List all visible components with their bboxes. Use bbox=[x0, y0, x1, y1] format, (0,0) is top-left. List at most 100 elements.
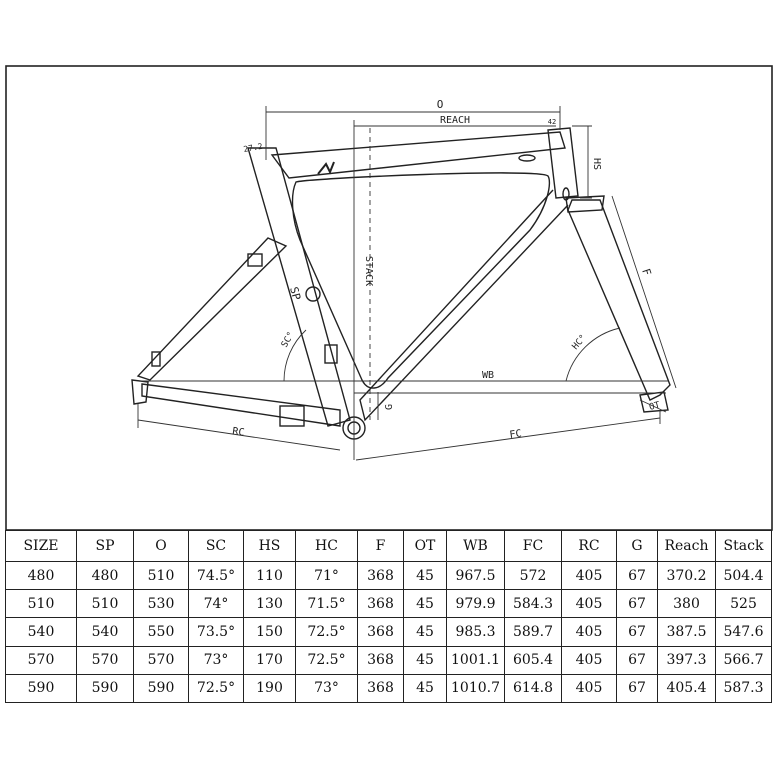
stack-label: STACK bbox=[363, 256, 374, 286]
table-cell: 73° bbox=[188, 645, 244, 675]
table-cell: 590 bbox=[5, 673, 77, 703]
table-cell: 614.8 bbox=[504, 673, 562, 703]
table-cell: 979.9 bbox=[446, 589, 505, 619]
table-header-cell: O bbox=[133, 530, 189, 562]
table-cell: 587.3 bbox=[715, 673, 772, 703]
table-header-cell: WB bbox=[446, 530, 505, 562]
table-cell: 73° bbox=[295, 673, 358, 703]
table-cell: 67 bbox=[616, 560, 658, 591]
table-cell: 368 bbox=[357, 673, 404, 703]
table-cell: 45 bbox=[403, 589, 447, 619]
table-header-cell: SC bbox=[188, 530, 244, 562]
table-cell: 967.5 bbox=[446, 560, 505, 591]
table-cell: 540 bbox=[5, 617, 77, 647]
table-cell: 405 bbox=[561, 673, 617, 703]
table-cell: 525 bbox=[715, 589, 772, 619]
reach-label: REACH bbox=[440, 115, 470, 126]
table-cell: 510 bbox=[133, 560, 189, 591]
hs-label: HS bbox=[591, 158, 602, 170]
table-header-cell: G bbox=[616, 530, 658, 562]
fork-crown bbox=[565, 195, 605, 213]
table-header-cell: SIZE bbox=[5, 530, 77, 562]
table-cell: 570 bbox=[133, 645, 189, 675]
table-cell: 190 bbox=[243, 673, 296, 703]
table-cell: 510 bbox=[5, 589, 77, 619]
table-cell: 74.5° bbox=[188, 560, 244, 591]
table-header-cell: RC bbox=[561, 530, 617, 562]
table-cell: 480 bbox=[76, 560, 134, 591]
wb-label: WB bbox=[482, 370, 494, 381]
table-cell: 405 bbox=[561, 560, 617, 591]
head-tube-port bbox=[562, 187, 570, 201]
table-cell: 370.2 bbox=[657, 560, 716, 591]
table-cell: 72.5° bbox=[188, 673, 244, 703]
table-cell: 67 bbox=[616, 673, 658, 703]
table-cell: 510 bbox=[76, 589, 134, 619]
table-cell: 67 bbox=[616, 617, 658, 647]
table-cell: 380 bbox=[657, 589, 716, 619]
seat-tube bbox=[247, 147, 351, 427]
table-cell: 67 bbox=[616, 645, 658, 675]
table-cell: 368 bbox=[357, 645, 404, 675]
table-cell: 405 bbox=[561, 617, 617, 647]
sp-label: SP bbox=[287, 285, 303, 302]
table-header-cell: Reach bbox=[657, 530, 716, 562]
table-cell: 1001.1 bbox=[446, 645, 505, 675]
f-dimension-line bbox=[611, 195, 677, 389]
table-cell: 368 bbox=[357, 589, 404, 619]
chain-stay bbox=[141, 383, 341, 427]
table-cell: 530 bbox=[133, 589, 189, 619]
table-cell: 589.7 bbox=[504, 617, 562, 647]
fork bbox=[567, 199, 671, 401]
table-cell: 540 bbox=[76, 617, 134, 647]
table-cell: 1010.7 bbox=[446, 673, 505, 703]
table-cell: 67 bbox=[616, 589, 658, 619]
fc-dimension-line bbox=[355, 417, 661, 461]
table-cell: 605.4 bbox=[504, 645, 562, 675]
table-cell: 110 bbox=[243, 560, 296, 591]
sc-label: SC° bbox=[280, 330, 297, 349]
table-header-cell: F bbox=[357, 530, 404, 562]
table-cell: 566.7 bbox=[715, 645, 772, 675]
table-cell: 590 bbox=[133, 673, 189, 703]
table-cell: 45 bbox=[403, 645, 447, 675]
table-cell: 368 bbox=[357, 617, 404, 647]
table-cell: 572 bbox=[504, 560, 562, 591]
rc-label: RC bbox=[232, 426, 245, 439]
table-cell: 45 bbox=[403, 673, 447, 703]
front-triangle-opening bbox=[291, 172, 551, 389]
table-header-cell: FC bbox=[504, 530, 562, 562]
seat-tube-clamp bbox=[279, 405, 305, 427]
table-cell: 150 bbox=[243, 617, 296, 647]
table-cell: 570 bbox=[76, 645, 134, 675]
hc-label: HC° bbox=[571, 333, 589, 352]
table-cell: 170 bbox=[243, 645, 296, 675]
f-label: F bbox=[639, 267, 653, 277]
table-cell: 405 bbox=[561, 589, 617, 619]
brand-logo-icon bbox=[317, 161, 335, 175]
drawing-border bbox=[5, 65, 773, 531]
seat-tube-port bbox=[305, 286, 321, 302]
table-header-cell: SP bbox=[76, 530, 134, 562]
table-cell: 368 bbox=[357, 560, 404, 591]
o-label: O bbox=[437, 98, 444, 111]
rc-dimension-line bbox=[137, 419, 341, 451]
hs-top-label: 42 bbox=[548, 118, 556, 126]
seatstay-bridge bbox=[247, 253, 263, 267]
table-header-cell: HS bbox=[243, 530, 296, 562]
table-cell: 71.5° bbox=[295, 589, 358, 619]
table-cell: 480 bbox=[5, 560, 77, 591]
seatstay-port bbox=[151, 351, 161, 367]
table-cell: 73.5° bbox=[188, 617, 244, 647]
table-cell: 590 bbox=[76, 673, 134, 703]
table-cell: 584.3 bbox=[504, 589, 562, 619]
